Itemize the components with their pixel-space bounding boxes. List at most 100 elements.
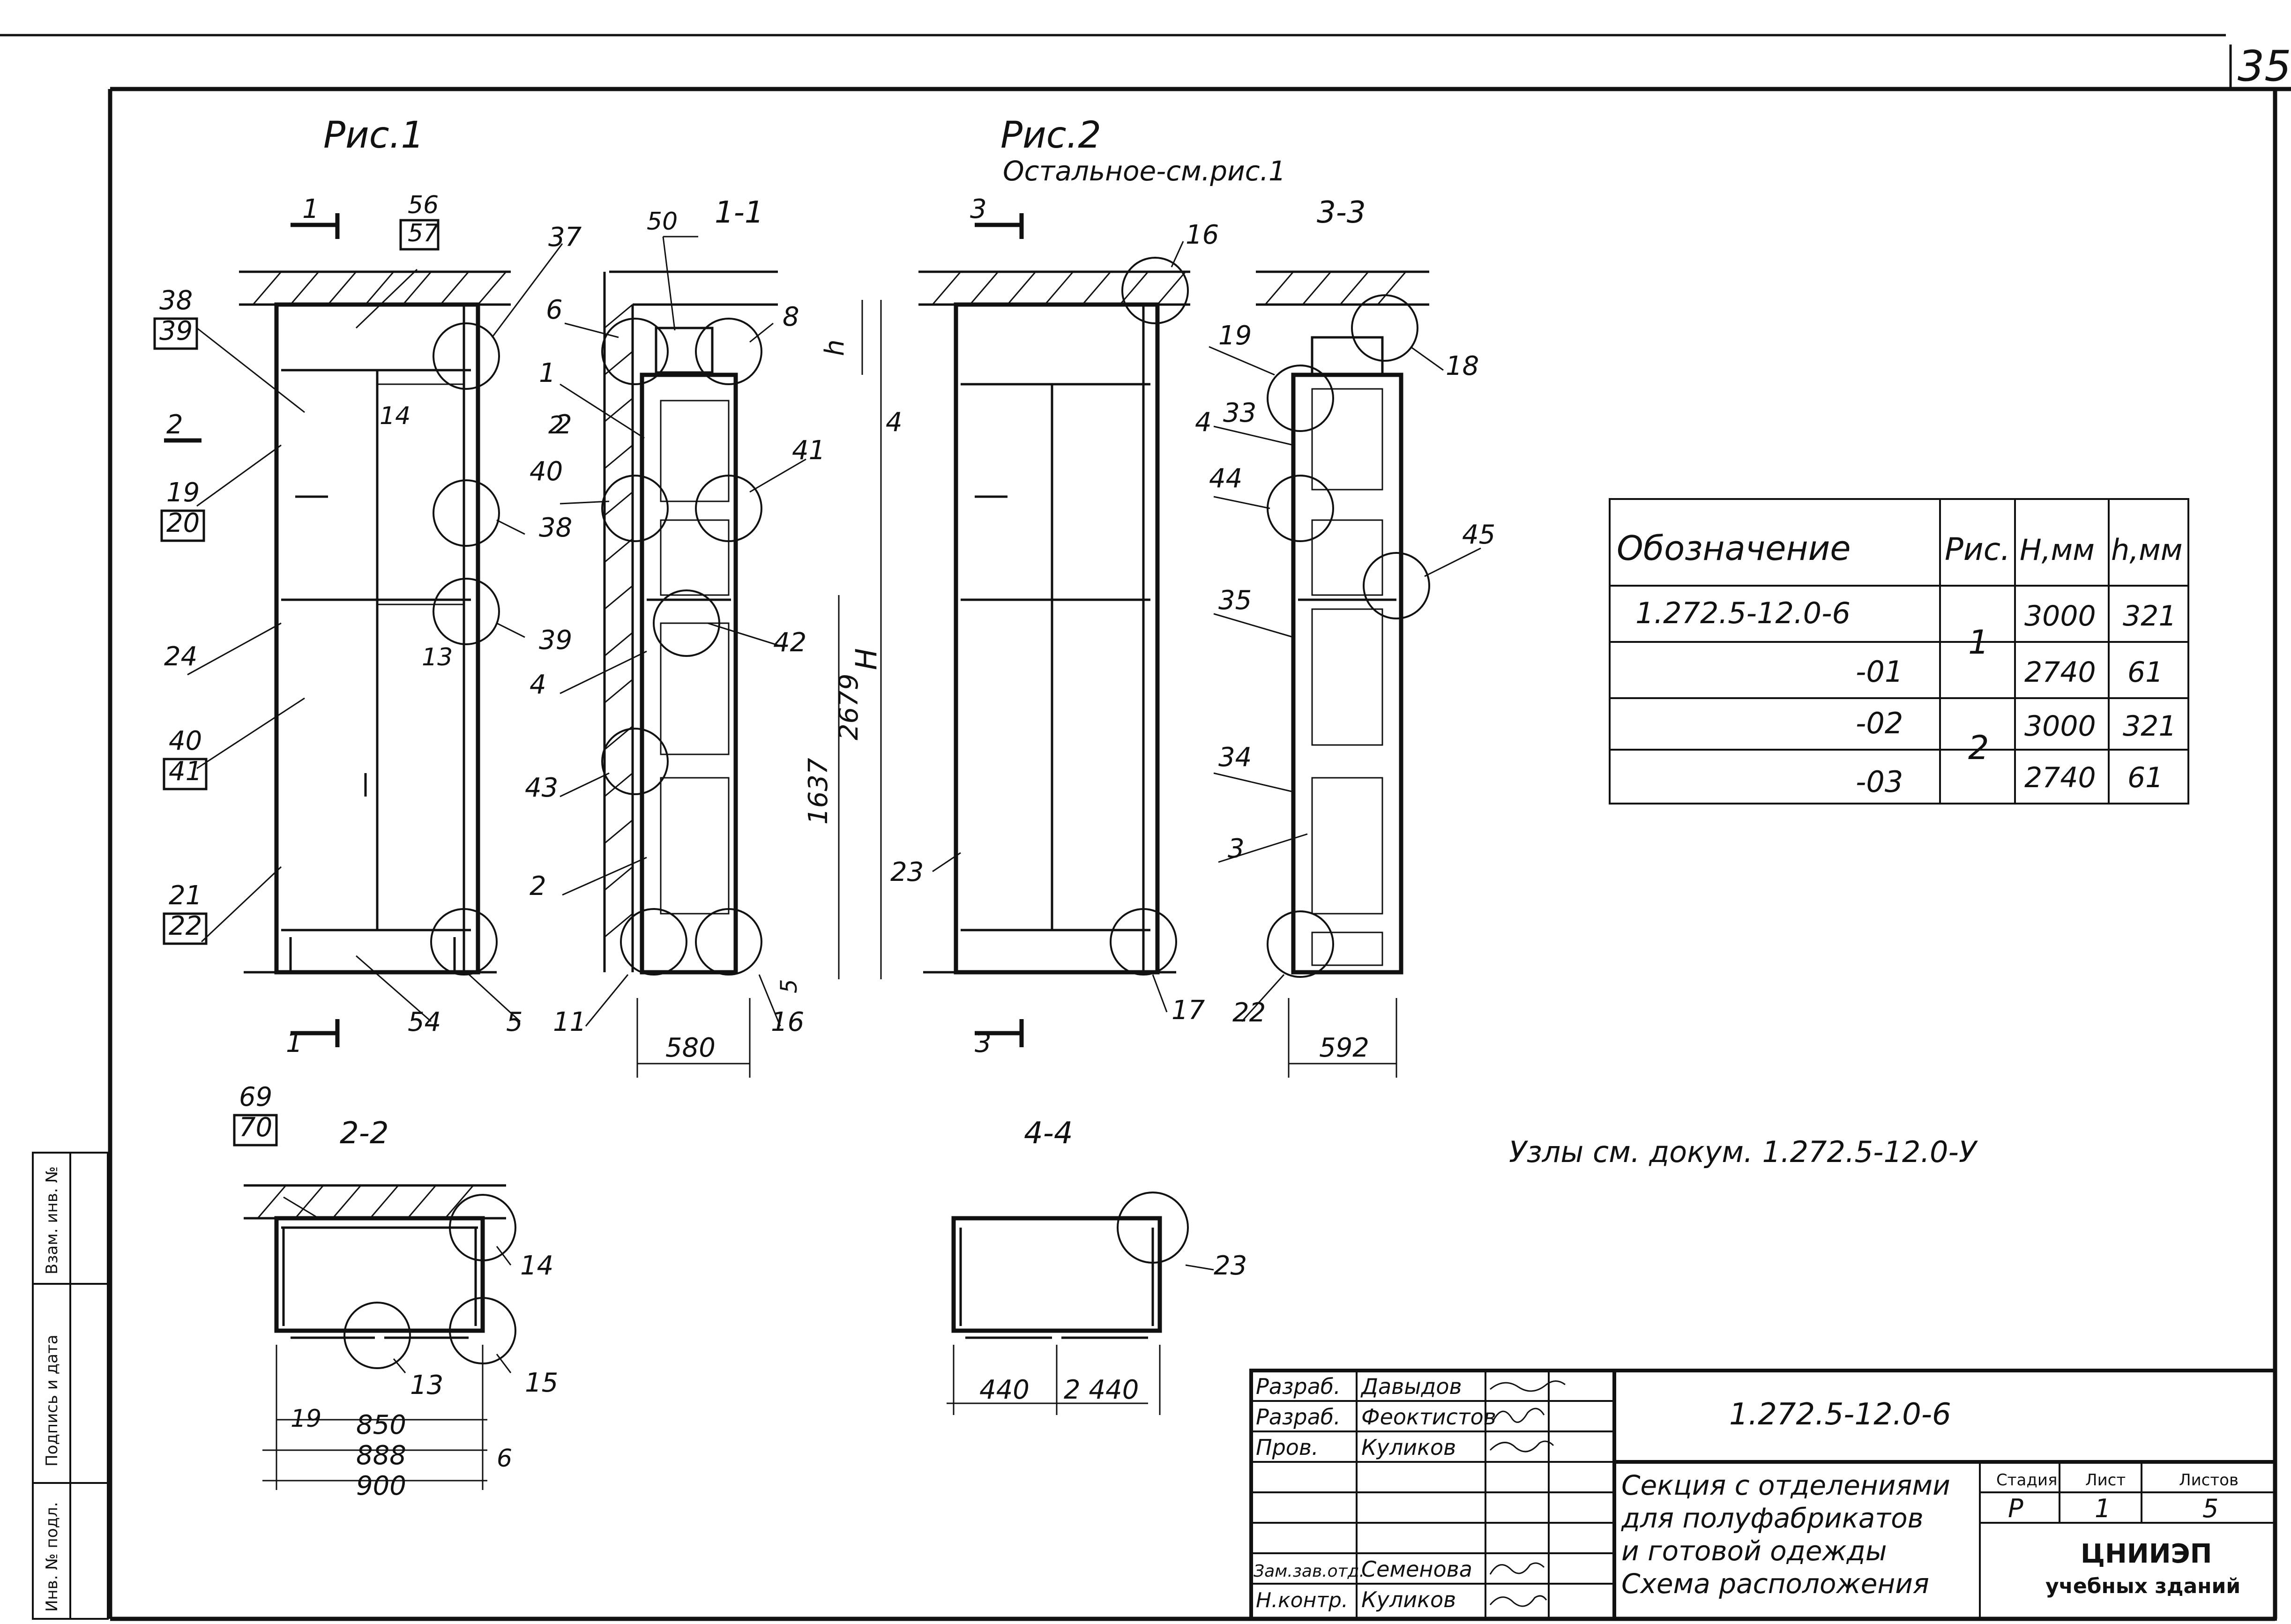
tb-stage-value: Р [2008, 1494, 2023, 1523]
figure-2: 16 23 17 3 3 4 4 [886, 194, 1219, 1058]
signature-7 [1489, 1595, 1547, 1607]
sec11-dim-1637: 1637 [803, 758, 834, 825]
sec22-dim-19: 19 [291, 1405, 321, 1433]
cut-1-bottom: 1 [286, 1028, 303, 1058]
section-2-2-heading: 2-2 [340, 1116, 389, 1151]
cut-2-mark: 2 [548, 411, 564, 440]
stamp-replace-inv: Взам. инв. № [43, 1166, 61, 1274]
section-1-1: 50 6 8 1 2 40 41 42 4 43 2 11 16 5 h 163… [525, 208, 883, 1078]
sec11-label-43: 43 [525, 773, 558, 803]
tb-title-line-1: Секция с отделениями [1621, 1469, 1950, 1501]
section-4-4: 23 440 2 440 [947, 1192, 1247, 1415]
fig2-note: Остальное-см.рис.1 [1003, 155, 1286, 187]
sec11-label-1: 1 [539, 358, 556, 388]
signature-2 [1492, 1408, 1545, 1423]
sec11-label-h: h [820, 340, 850, 357]
sec33-label-3: 3 [1228, 834, 1245, 864]
sec33-dim-592: 592 [1319, 1033, 1369, 1063]
cut-1-top: 1 [302, 194, 319, 224]
sec11-label-6: 6 [546, 295, 563, 325]
sec33-label-44: 44 [1209, 463, 1242, 494]
sec11-label-H: H [849, 648, 883, 670]
tb-title-line-4: Схема расположения [1621, 1568, 1929, 1600]
fig1-label-39b: 39 [539, 625, 572, 656]
fig1-label-56: 56 [408, 191, 439, 219]
sec22-dim-850: 850 [356, 1410, 406, 1440]
fig1-label-24: 24 [164, 641, 197, 672]
spec-header-H: Н,мм [2020, 533, 2095, 567]
spec-row2-H: 2740 [2024, 656, 2096, 689]
spec-header-h: h,мм [2111, 533, 2183, 567]
fig1-label-41: 41 [169, 756, 202, 787]
fig2-label-16: 16 [1186, 220, 1219, 250]
cut-3-top: 3 [970, 194, 987, 224]
sheet-number: 35 [2238, 42, 2291, 91]
tb-name-7: Куликов [1361, 1587, 1456, 1612]
sec22-label-70: 70 [239, 1112, 272, 1143]
title-block: Разраб. Давыдов Разраб. Феоктистов Пров.… [1249, 1369, 2277, 1621]
sec11-dim-580: 580 [665, 1033, 716, 1063]
stamp-sign-date: Подпись и дата [43, 1334, 61, 1467]
fig1-label-40: 40 [169, 726, 202, 756]
section-2-2: 69 70 14 13 15 19 850 888 900 6 [233, 1082, 558, 1501]
sec11-label-4: 4 [530, 670, 546, 700]
tb-title-line-3: и готовой одежды [1621, 1535, 1887, 1567]
sec33-label-19: 19 [1218, 320, 1252, 351]
signature-1 [1490, 1380, 1566, 1392]
fig2-label-23: 23 [890, 857, 924, 887]
sec22-label-69: 69 [239, 1082, 272, 1112]
sec33-label-45: 45 [1462, 520, 1495, 550]
tb-sheet-value: 1 [2095, 1494, 2111, 1523]
tb-name-2: Феоктистов [1361, 1404, 1496, 1430]
sec22-dim-6: 6 [497, 1445, 512, 1473]
fig1-label-54: 54 [408, 1007, 441, 1037]
tb-name-6: Семенова [1361, 1557, 1472, 1582]
sec11-label-8: 8 [783, 302, 799, 332]
fig1-label-37: 37 [548, 222, 582, 253]
fig2-label-17: 17 [1172, 995, 1205, 1026]
sec11-label-41: 41 [792, 435, 825, 466]
spec-row4-code: -03 [1856, 765, 1903, 799]
sec11-label-42: 42 [773, 627, 806, 658]
fig1-label-57: 57 [408, 219, 439, 247]
sec11-label-16: 16 [771, 1007, 804, 1037]
sec33-label-18: 18 [1446, 351, 1479, 381]
fig1-label-20: 20 [166, 508, 200, 538]
tb-org-sub: учебных зданий [2045, 1574, 2240, 1598]
nodes-reference: Узлы см. докум. 1.272.5-12.0-У [1509, 1135, 1978, 1169]
fig1-label-38: 38 [159, 285, 193, 316]
cut-3-bottom: 3 [975, 1028, 992, 1058]
spec-row4-h: 61 [2127, 761, 2163, 794]
sec22-dim-900: 900 [356, 1471, 406, 1501]
spec-header-designation: Обозначение [1617, 529, 1851, 568]
sec11-dim-2679: 2679 [834, 673, 864, 740]
fig1-label-38b: 38 [539, 513, 572, 543]
fig1-label-39: 39 [159, 316, 193, 346]
sec33-label-22: 22 [1232, 998, 1266, 1028]
sec22-label-14: 14 [520, 1251, 553, 1281]
tb-title-line-2: для полуфабрикатов [1621, 1502, 1924, 1534]
spec-table: Обозначение Рис. Н,мм h,мм 1.272.5-12.0-… [1609, 498, 2189, 805]
section-1-1-heading: 1-1 [715, 195, 764, 230]
section-3-3: 19 18 33 44 45 35 34 3 22 592 [1209, 270, 1495, 1078]
sec11-label-11: 11 [553, 1007, 586, 1037]
fig1-label-13: 13 [422, 643, 453, 671]
tb-name-3: Куликов [1361, 1435, 1456, 1460]
sec11-label-5: 5 [776, 979, 802, 993]
spec-fig-2: 2 [1968, 729, 1989, 767]
fig1-label-14: 14 [380, 402, 410, 430]
sec44-label-23: 23 [1214, 1251, 1247, 1281]
fig1-label-22: 22 [169, 911, 202, 941]
tb-stage-label: Стадия [1996, 1471, 2057, 1490]
sec33-label-35: 35 [1218, 585, 1252, 616]
spec-row3-code: -02 [1856, 706, 1903, 740]
sec22-label-15: 15 [525, 1368, 558, 1398]
tb-sheets-value: 5 [2202, 1494, 2218, 1523]
tb-role-1: Разраб. [1256, 1374, 1341, 1399]
fig1-label-21: 21 [169, 880, 202, 911]
sec11-label-2: 2 [555, 410, 572, 440]
tb-org-name: ЦНИИЭП [2081, 1539, 2212, 1569]
signature-3 [1489, 1440, 1554, 1453]
cut-4-right: 4 [1195, 407, 1212, 438]
fig1-label-2: 2 [166, 410, 183, 440]
